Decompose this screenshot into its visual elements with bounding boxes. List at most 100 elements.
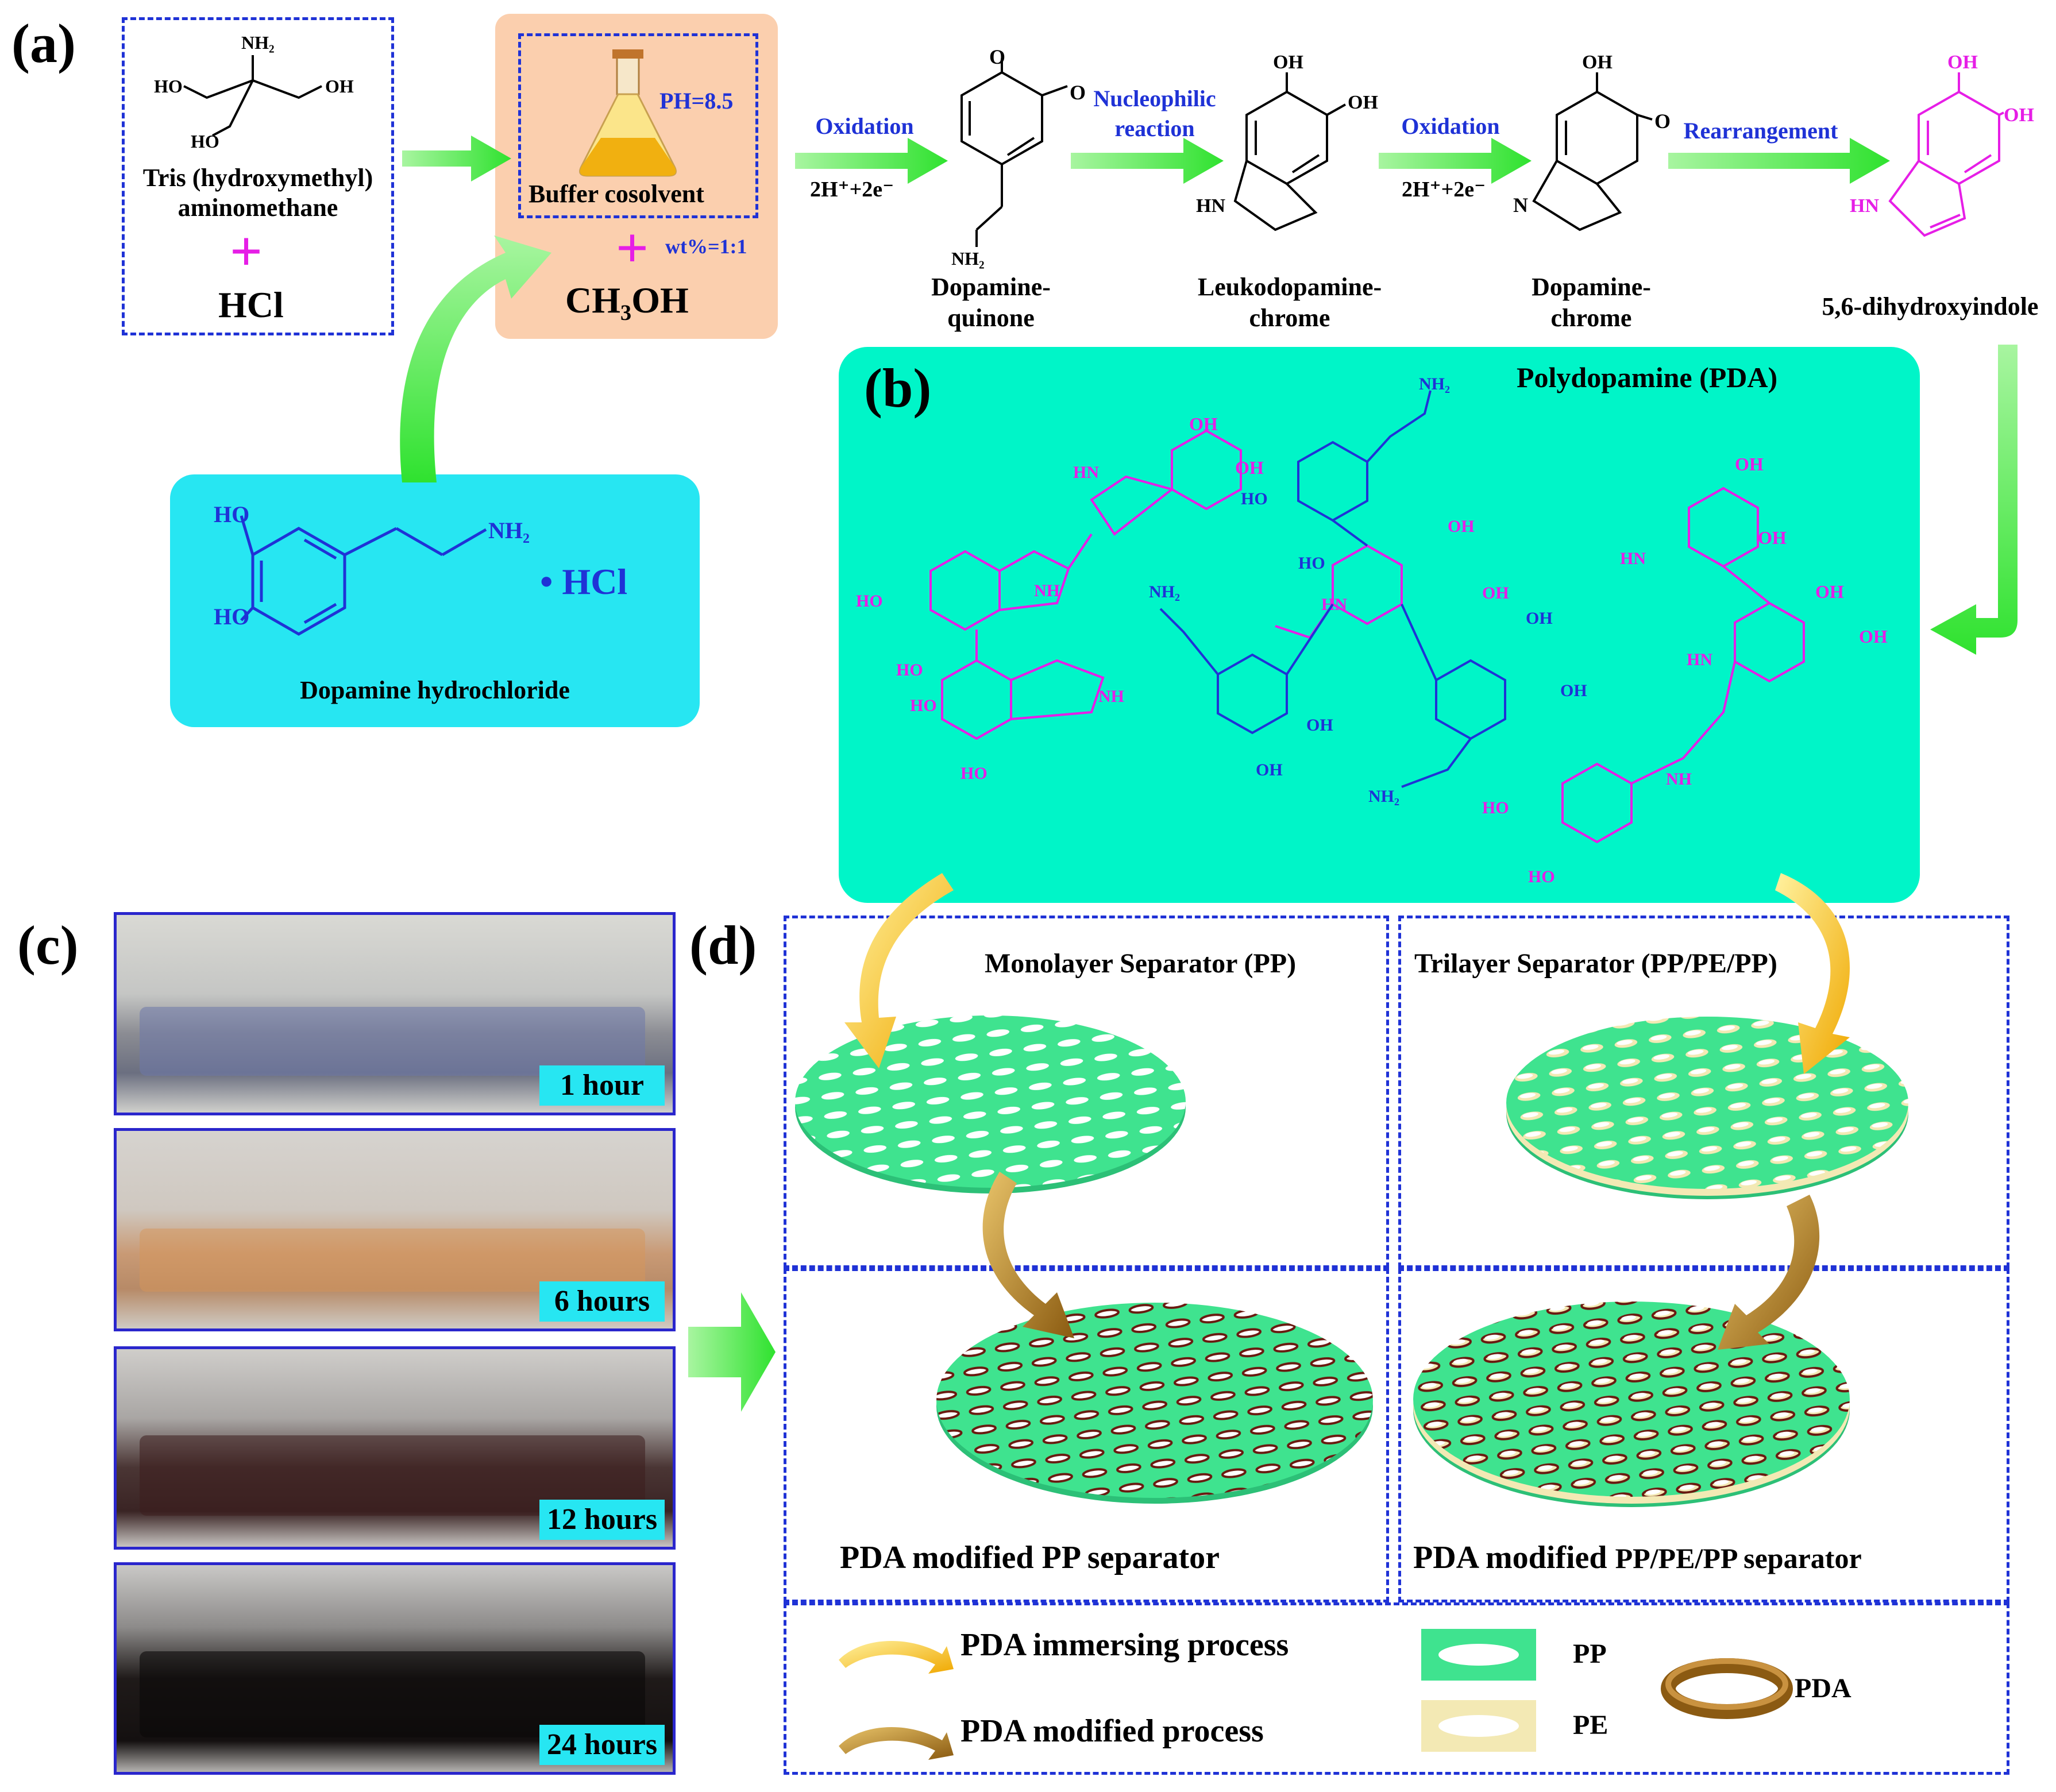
arrow-rearrangement [1668,138,1890,184]
dopamine-hcl-label: Dopamine hydrochloride [300,676,570,704]
dopachrome-n: N [1513,194,1528,217]
arrow-nucleophilic [1071,138,1224,184]
legend-pda-ring-icon [1661,1658,1793,1719]
pda-title: Polydopamine (PDA) [1517,361,1778,393]
pda-ho-7: HO [1482,798,1509,817]
leuko-structure [1233,72,1346,231]
arrow-oxidation-1 [795,138,948,184]
quinone-nh2: NH₂ [951,248,985,269]
pda-hn-3: HN [1620,549,1646,568]
legend-modified-label: PDA modified process [961,1713,1264,1749]
tri-result-part-b: PP/PE/PP separator [1615,1542,1862,1574]
d-cell-mono-top [784,916,1389,1268]
dopachrome-o: O [1654,110,1671,133]
methanol-label: CH₃OH [565,280,689,320]
pda-oh-7: OH [1306,716,1333,735]
arrow-oxidation-2 [1379,138,1532,184]
d-legend-box [784,1602,2009,1775]
pe-pore [1438,1715,1519,1737]
pda-nh-2: NH [1098,687,1124,706]
legend-pda-label: PDA [1795,1673,1851,1704]
arrow-dhi-to-pda [1930,345,2018,655]
petri-photo-12h: 12 hours [114,1346,676,1550]
pda-ho-1: HO [856,592,883,611]
pda-nh2-1: NH₂ [1419,374,1450,393]
pda-ho-6: HO [1298,554,1325,573]
mono-result: PDA modified PP separator [840,1540,1220,1575]
pda-nh-3: NH [1666,770,1692,789]
step3-label: Oxidation [1401,113,1500,139]
pda-hn-4: HN [1687,650,1712,669]
tri-result-part-a: PDA modified [1413,1540,1615,1575]
pp-pore [1438,1644,1519,1666]
wt-label: wt%=1:1 [665,235,747,258]
pda-ho-4: HO [961,764,988,783]
leuko-hn: HN [1196,195,1225,217]
time-tag-24h: 24 hours [539,1725,665,1765]
flask-icon [579,49,677,177]
time-tag-1h: 1 hour [539,1065,665,1106]
dhi-structure [1888,72,2004,237]
mono-membrane-pda [936,1303,1373,1504]
petri-photo-1h: 1 hour [114,912,676,1115]
petri-photo-24h: 24 hours [114,1562,676,1775]
tri-membrane-pda [1413,1301,1850,1507]
time-tag-12h: 12 hours [539,1500,665,1540]
tri-title: Trilayer Separator (PP/PE/PP) [1414,948,1777,979]
liquid-layer [140,1651,645,1737]
arrow-dopamine-to-buffer [400,235,551,482]
dop-nh2: NH₂ [488,517,530,543]
pda-oh-8: OH [1256,760,1283,779]
legend-immersing-icon [839,1641,954,1674]
panel-label-a: (a) [11,13,76,74]
buffer-inner-box [518,33,758,218]
mono-membrane-top [795,1015,1186,1194]
plus-sign-2: + [616,216,649,280]
dhi-hn: HN [1850,195,1879,217]
legend-pp-label: PP [1573,1639,1607,1669]
pda-ho-3: HO [910,696,937,715]
pda-nh2-3: NH₂ [1368,787,1399,806]
compound-2-name-2: chrome [1249,304,1330,332]
pda-oh-3: OH [1448,517,1475,536]
leuko-oh1: OH [1273,52,1303,73]
compound-1-name-2: quinone [947,304,1035,332]
dhi-oh2: OH [2004,105,2034,126]
pda-oh-10: OH [1758,527,1787,548]
mono-title: Monolayer Separator (PP) [985,948,1297,979]
pda-network [929,429,1805,844]
pda-nh2-2: NH₂ [1149,582,1180,601]
petri-photo-6h: 6 hours [114,1128,676,1331]
step1-eq: 2H⁺+2e⁻ [810,177,894,202]
pda-ho-2: HO [896,661,923,679]
legend-immersing-label: PDA immersing process [961,1627,1289,1663]
pda-oh-9: OH [1735,454,1764,474]
tris-oh-right: OH [325,76,354,96]
d-cell-tri-top [1398,916,2009,1268]
compound-2-name-1: Leukodopamine- [1197,273,1382,301]
tri-membrane-top [1506,1017,1908,1199]
pda-ho-5: HO [1241,489,1268,508]
panel-label-b: (b) [864,357,932,419]
pda-network-blue [1159,390,1506,788]
pda-hn-1: HN [1073,463,1099,482]
tris-name-2: aminomethane [178,194,338,222]
legend-pp-swatch [1421,1629,1536,1681]
leuko-oh2: OH [1348,92,1378,113]
compound-1-name-1: Dopamine- [931,273,1051,301]
dhi-oh1: OH [1947,52,1978,73]
tris-ho-left: HO [154,76,183,96]
step2-label-1: Nucleophilic [1093,86,1216,111]
pda-ho-8: HO [1528,867,1555,886]
quinone-o2: O [1070,81,1086,104]
pda-oh-1: OH [1189,414,1218,434]
quinone-structure [961,59,1068,247]
pda-oh-11: OH [1815,581,1844,602]
tris-name-1: Tris (hydroxymethyl) [142,164,373,192]
immersing-arrow-left [844,873,954,1068]
legend-pe-swatch [1421,1700,1536,1752]
immersing-arrow-right [1775,873,1850,1074]
d-cell-mono-bottom [784,1268,1389,1602]
pda-oh-5: OH [1526,609,1553,628]
